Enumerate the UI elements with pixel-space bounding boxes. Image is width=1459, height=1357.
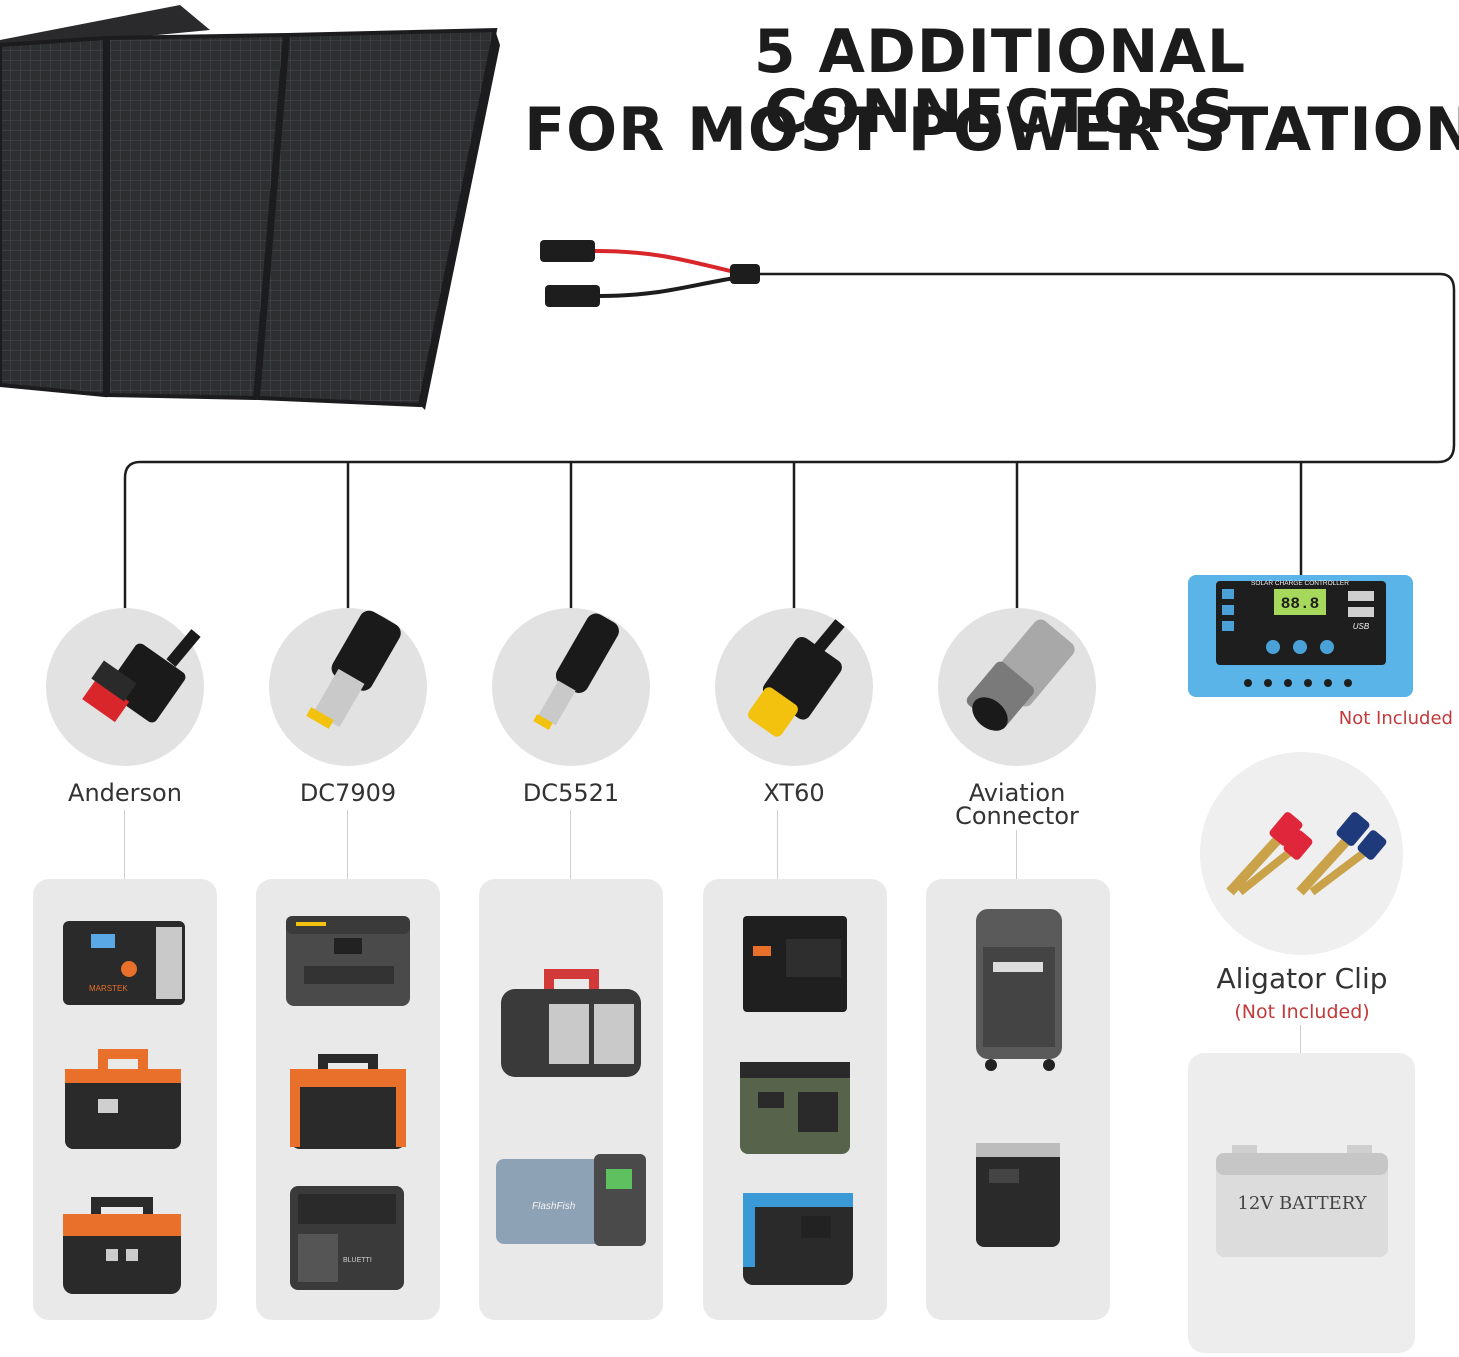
connector-label-dc5521: DC5521	[522, 779, 620, 807]
clip-label: Aligator Clip	[1216, 962, 1388, 995]
power-station-icon	[976, 909, 1062, 1071]
battery-label: 12V BATTERY	[1237, 1193, 1367, 1214]
power-station-icon	[286, 916, 410, 1006]
dc5521-devices-card: FlashFish	[479, 879, 663, 1320]
solar-panel-icon	[0, 5, 500, 410]
alligator-clip-icon	[1200, 752, 1403, 955]
dc7909-connector-icon	[269, 608, 427, 766]
anderson-devices-card: MARSTEK	[33, 879, 217, 1320]
divider-line	[777, 810, 778, 879]
solar-panel-and-cable-illustration	[0, 5, 1456, 610]
power-station-icon	[65, 1049, 181, 1149]
battery-icon: 12V BATTERY	[1216, 1145, 1388, 1257]
headline-line-1: 5 ADDITIONAL CONNECTORS	[753, 17, 1247, 147]
headline-line-2: FOR MOST POWER STATION	[524, 95, 1459, 165]
divider-line	[1016, 830, 1017, 879]
power-station-icon	[63, 1197, 181, 1294]
dc5521-connector-icon	[492, 608, 650, 766]
dc7909-devices-card: BLUETTI	[256, 879, 440, 1320]
divider-line	[570, 810, 571, 879]
svg-text:MARSTEK: MARSTEK	[89, 984, 128, 993]
power-station-icon: MARSTEK	[63, 921, 185, 1005]
power-station-icon	[501, 969, 641, 1077]
controller-display: 88.8	[1281, 595, 1319, 613]
controller-panel-title: SOLAR CHARGE CONTROLLER	[1251, 580, 1349, 587]
power-station-icon	[976, 1143, 1060, 1247]
controller-usb-label: USB	[1353, 622, 1370, 631]
clip-not-included-note: (Not Included)	[1234, 1001, 1370, 1023]
xt60-devices-card	[703, 879, 887, 1320]
connector-label-anderson: Anderson	[68, 779, 182, 807]
connector-label-aviation-line-2: Connector	[955, 802, 1079, 830]
aviation-connector-icon	[938, 608, 1096, 766]
power-station-icon	[743, 1193, 853, 1285]
anderson-connector-icon	[46, 608, 204, 766]
power-station-icon: FlashFish	[496, 1154, 646, 1246]
svg-text:FlashFish: FlashFish	[532, 1201, 576, 1212]
xt60-connector-icon	[715, 608, 873, 766]
mc4-cable-icon	[123, 240, 1456, 610]
svg-text:BLUETTI: BLUETTI	[343, 1257, 372, 1264]
power-station-icon	[290, 1054, 406, 1149]
divider-line	[347, 810, 348, 879]
solar-charge-controller: SOLAR CHARGE CONTROLLER 88.8 USB	[1188, 575, 1413, 697]
power-station-icon	[743, 916, 847, 1012]
divider-line	[124, 810, 125, 879]
power-station-icon: BLUETTI	[290, 1186, 404, 1290]
connector-label-aviation-line-1: Aviation	[968, 779, 1066, 807]
controller-not-included-note: Not Included	[1338, 708, 1453, 729]
power-station-icon	[740, 1062, 850, 1154]
connector-label-dc7909: DC7909	[299, 779, 397, 807]
aviation-devices-card	[926, 879, 1110, 1320]
battery-card: 12V BATTERY	[1188, 1053, 1415, 1353]
connector-label-xt60: XT60	[763, 779, 825, 807]
divider-line	[1300, 1025, 1301, 1055]
